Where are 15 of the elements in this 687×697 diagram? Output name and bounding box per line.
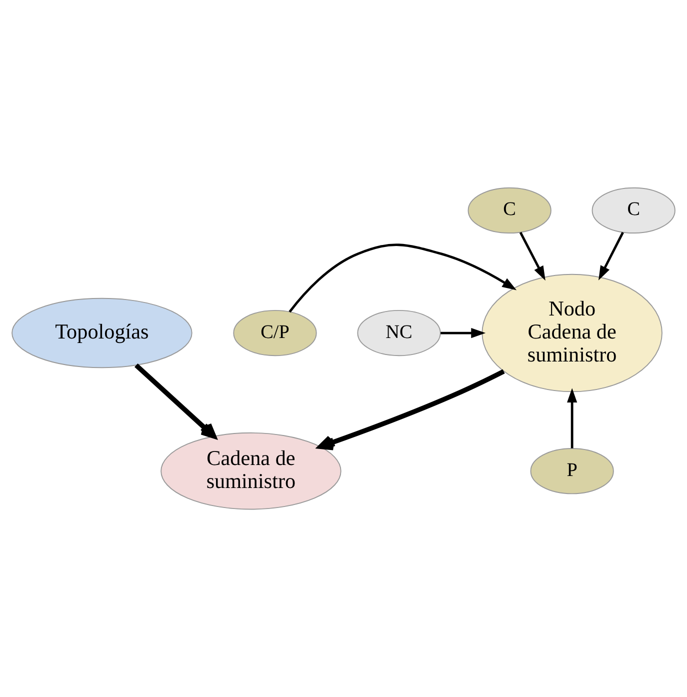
node-ellipse: NC — [357, 310, 441, 356]
arrow — [134, 363, 216, 439]
node-ellipse: Nodo Cadena de suministro — [482, 274, 662, 392]
node-ellipse: C — [468, 187, 552, 234]
node-ellipse: Topologías — [12, 298, 192, 368]
node-ellipse: Cadena de suministro — [160, 432, 342, 510]
node-ellipse: C — [592, 187, 676, 234]
arrow — [288, 244, 517, 313]
arrow — [598, 232, 624, 280]
arrow — [519, 232, 546, 281]
node-ellipse: C/P — [233, 310, 317, 356]
arrow — [318, 369, 505, 450]
arrow — [567, 388, 578, 448]
arrow — [440, 328, 486, 338]
node-ellipse: P — [530, 448, 614, 494]
